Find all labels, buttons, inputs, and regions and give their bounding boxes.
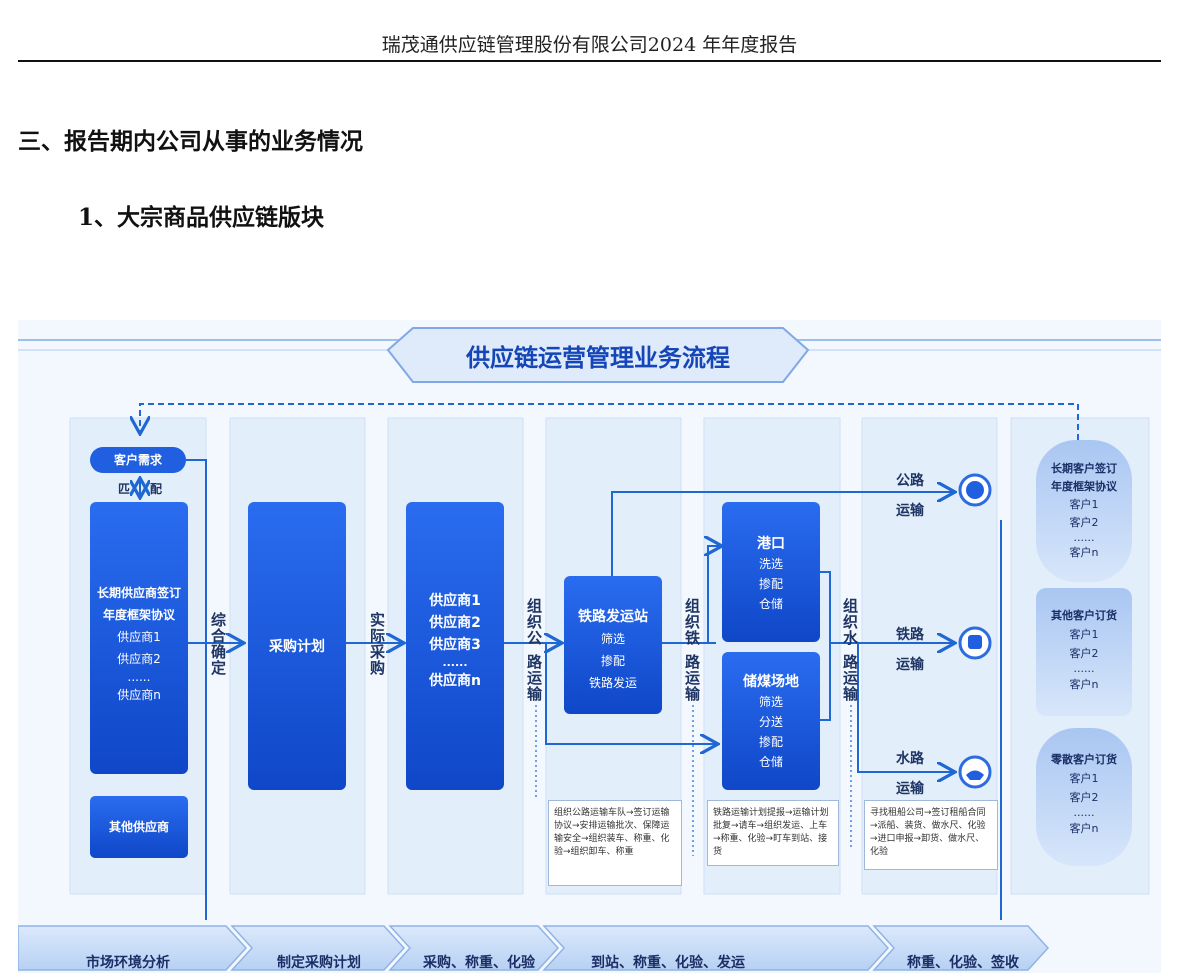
subsection-heading: 1、大宗商品供应链版块: [78, 204, 325, 231]
customer-demand-pill: 客户需求: [113, 453, 162, 467]
match-left-text: 匹: [117, 482, 130, 496]
other-customers: 其他客户订货 客户1 客户2 ...... 客户n: [1051, 609, 1117, 691]
org-water-label-a: 组织水: [841, 598, 859, 646]
supply-chain-flow-diagram: 供应链运营管理业务流程 客户需求 匹 配 长期供应商签订 年度框架协议 供应商1…: [18, 320, 1161, 973]
rail-process-note: 铁路运输计划提报→运输计划批复→请车→组织发运、上车→称重、化验→盯车到站、接货: [707, 800, 839, 866]
org-rail-label-b: 路运输: [683, 654, 701, 702]
diagram-title: 供应链运营管理业务流程: [466, 344, 730, 372]
confirm-label: 综合确定: [209, 612, 227, 676]
water-transport-b: 运输: [896, 781, 924, 797]
actual-purchase-label: 实际采购: [368, 612, 386, 676]
rail-station-box: 铁路发运站 筛选 掺配 铁路发运: [578, 609, 648, 690]
title-banner: [18, 327, 1161, 383]
org-road-label-b: 路运输: [525, 654, 543, 702]
rail-transport-b: 运输: [896, 657, 924, 673]
water-transport-a: 水路: [896, 751, 924, 767]
long-term-supplier-box: 长期供应商签订 年度框架协议 供应商1 供应商2 ...... 供应商n: [96, 586, 181, 702]
step-sign: 称重、化验、签收: [907, 955, 1019, 971]
rail-transport-a: 铁路: [896, 627, 924, 643]
org-rail-label-a: 组织铁: [683, 598, 701, 646]
road-process-note: 组织公路运输车队→签订运输协议→安排运输批次、保障运输安全→组织装车、称重、化验…: [548, 800, 682, 886]
match-right-text: 配: [149, 482, 162, 496]
step-market-analysis: 市场环境分析: [86, 955, 170, 971]
suppliers-box: 供应商1 供应商2 供应商3 ...... 供应商n: [429, 593, 481, 689]
step-purchase: 采购、称重、化验: [423, 955, 535, 971]
section-heading: 三、报告期内公司从事的业务情况: [18, 128, 363, 155]
purchase-plan-box: 采购计划: [269, 639, 325, 655]
org-water-label-b: 路运输: [841, 654, 859, 702]
report-header-title: 瑞茂通供应链管理股份有限公司2024 年年度报告: [381, 34, 798, 56]
port-box: 港口 洗选 掺配 仓储: [757, 536, 785, 611]
long-term-customers: 长期客户签订 年度框架协议 客户1 客户2 ...... 客户n: [1051, 462, 1117, 559]
step-arrive-ship: 到站、称重、化验、发运: [591, 955, 745, 971]
coal-yard-box: 储煤场地 筛选 分送 掺配 仓储: [743, 674, 799, 769]
header-rule: [18, 60, 1161, 62]
retail-customers: 零散客户订货 客户1 客户2 ...... 客户n: [1051, 753, 1117, 835]
road-transport-b: 运输: [896, 503, 924, 519]
org-road-label-a: 组织公: [525, 598, 543, 646]
step-make-plan: 制定采购计划: [277, 955, 361, 971]
water-process-note: 寻找租船公司→签订租船合同→派船、装货、做水尺、化验→进口申报→卸货、做水尺、化…: [864, 800, 998, 870]
road-transport-a: 公路: [896, 473, 924, 489]
other-suppliers-box: 其他供应商: [108, 820, 169, 834]
